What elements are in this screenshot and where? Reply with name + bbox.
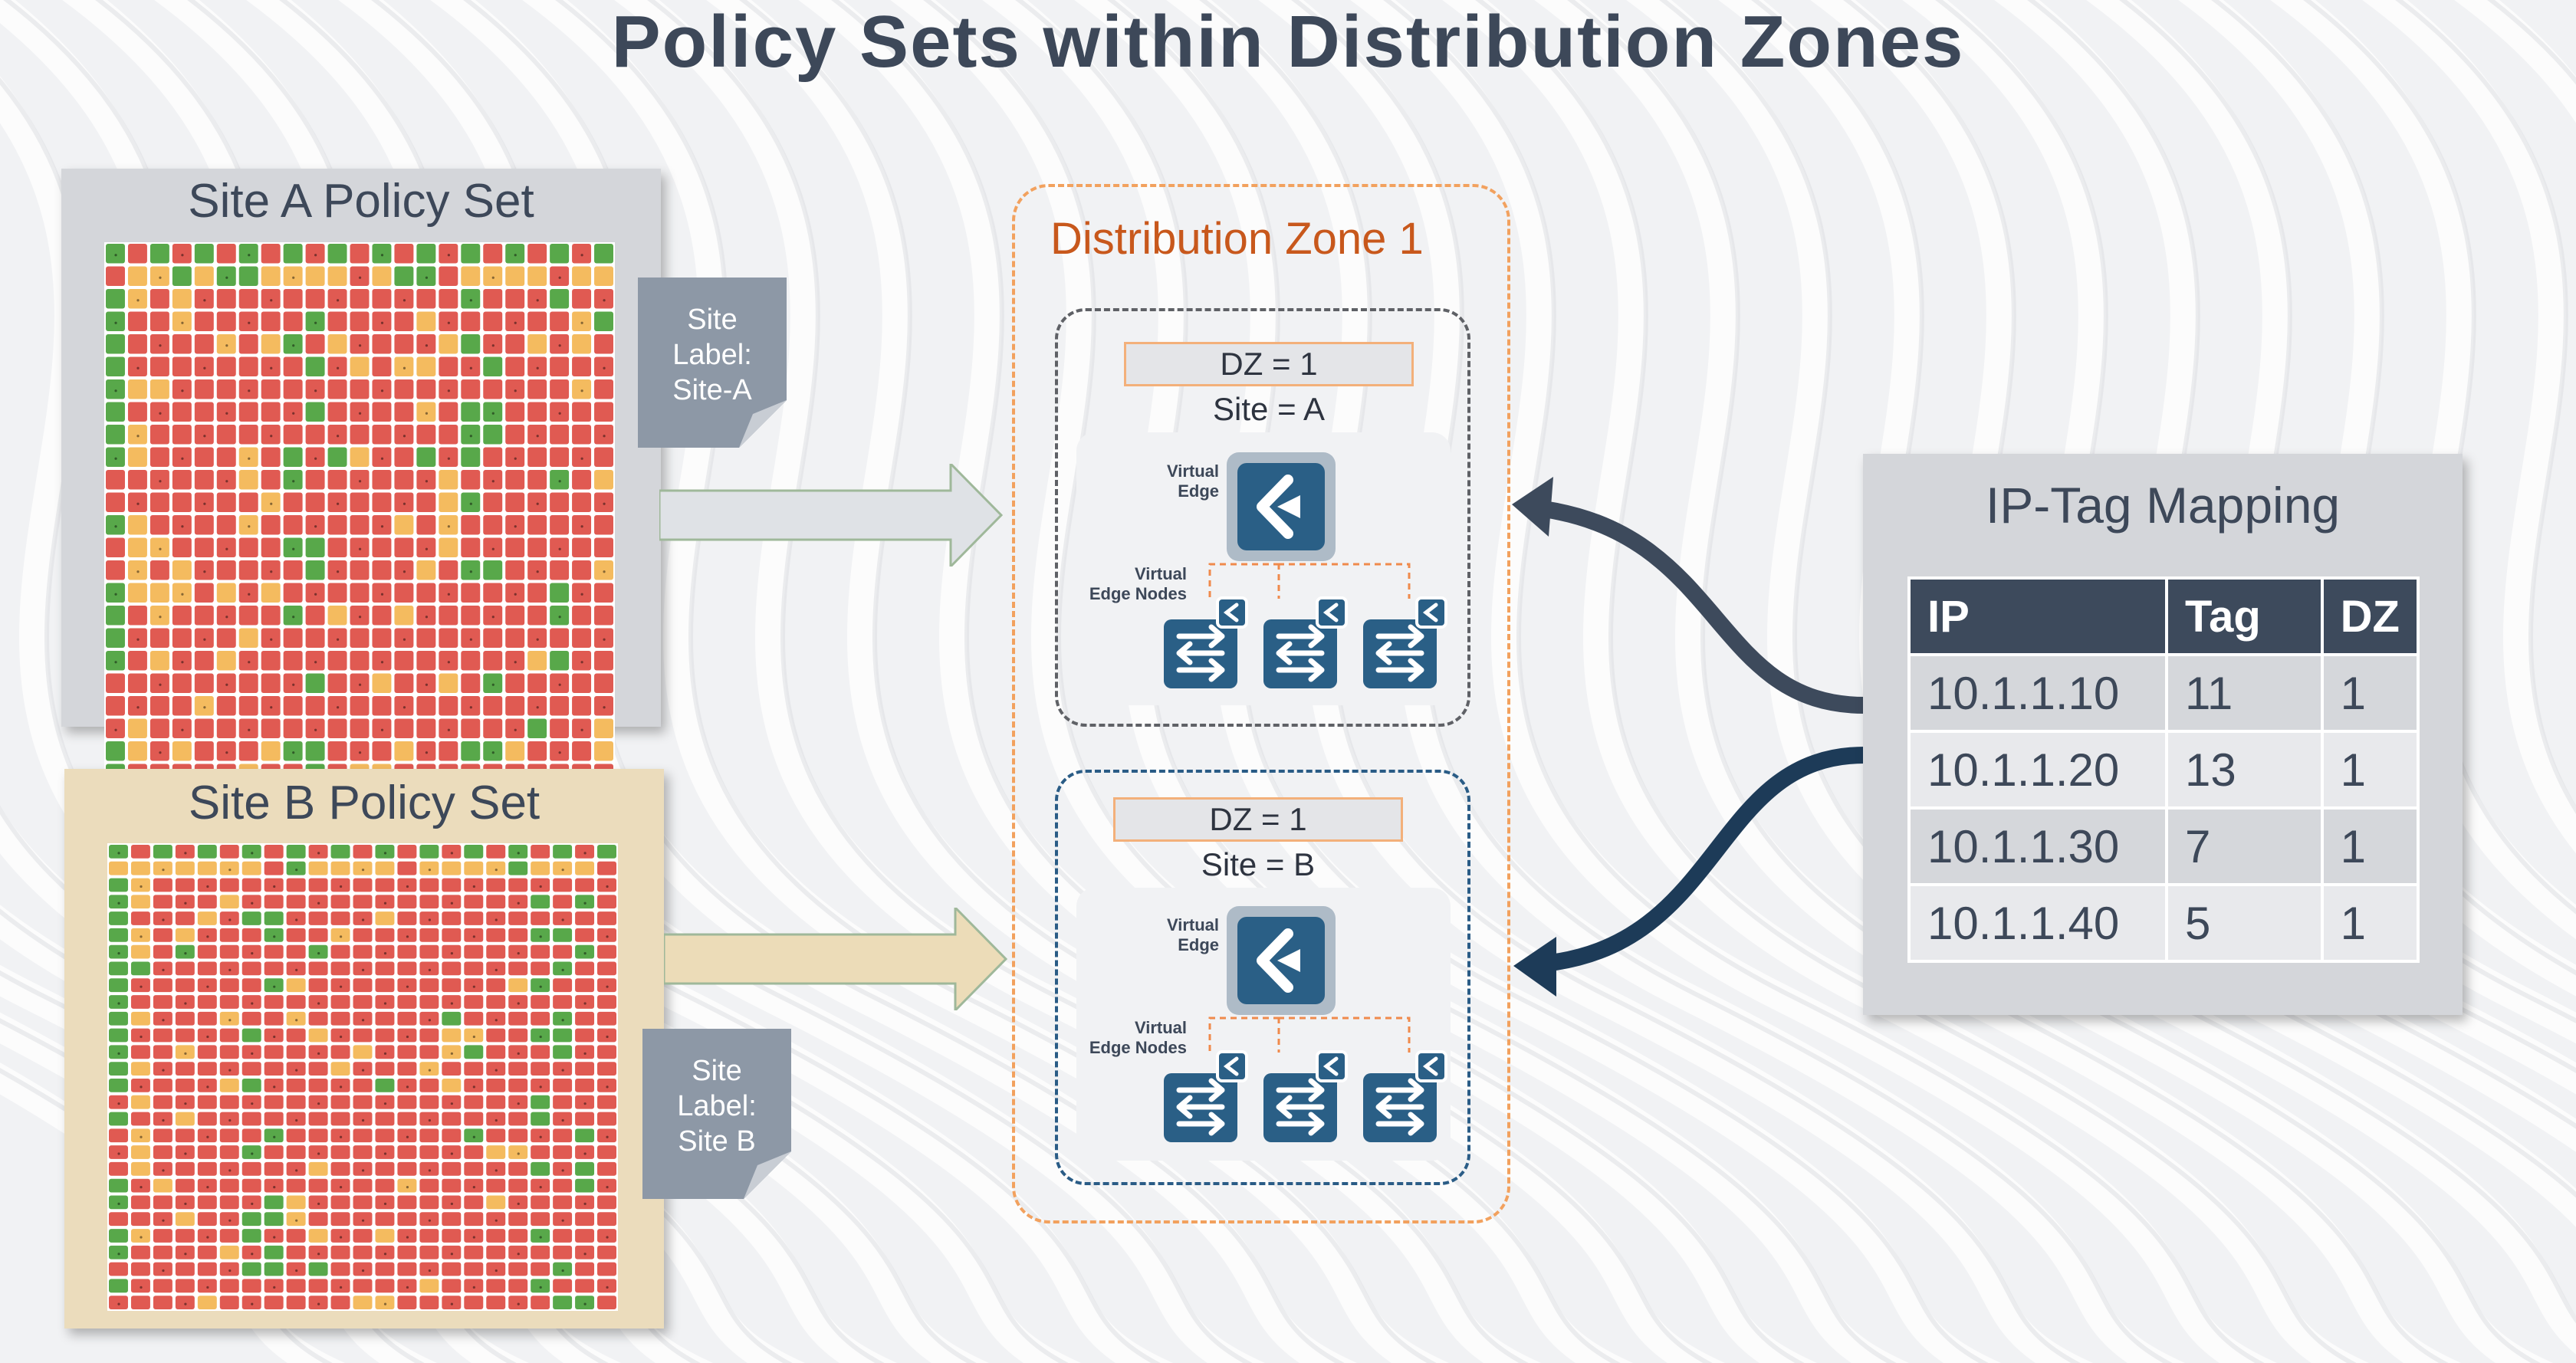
virtual-edge-label-line-1: Virtual (1166, 915, 1219, 934)
dz-group-b-edge-nodes (1164, 1050, 1447, 1142)
switch-arrows-icon (1276, 624, 1325, 682)
site-b-label-line-3: Site B (678, 1125, 756, 1158)
column-header-ip: IP (1907, 576, 2169, 656)
virtual-edge-label-line-2: Edge (1178, 935, 1219, 954)
nodes-label-line-1: Virtual (1134, 564, 1187, 583)
virtual-edge-icon (1227, 906, 1336, 1015)
switch-arrows-icon (1276, 1078, 1325, 1136)
cell-tag: 5 (2165, 883, 2324, 963)
dz-group-a-dz-label: DZ = 1 (1124, 342, 1414, 386)
virtual-edge-label-line-1: Virtual (1166, 461, 1219, 481)
dz-group-site-b (1055, 770, 1470, 1185)
column-header-dz: DZ (2320, 576, 2420, 656)
cell-ip: 10.1.1.30 (1907, 806, 2169, 886)
switch-arrows-icon (1375, 624, 1424, 682)
dz-group-a-topology (1208, 452, 1411, 599)
virtual-edge-node-icon (1363, 1050, 1447, 1142)
page-title: Policy Sets within Distribution Zones (611, 1, 1965, 83)
dz-group-b-virtual-edge-label: Virtual Edge (1127, 915, 1219, 955)
table-row: 10.1.1.20 13 1 (1907, 730, 2420, 810)
switch-arrows-icon (1176, 624, 1225, 682)
table-row: 10.1.1.30 7 1 (1907, 806, 2420, 886)
cell-ip: 10.1.1.10 (1907, 653, 2169, 733)
site-b-panel-title: Site B Policy Set (188, 777, 540, 829)
ip-tag-mapping-table: IP Tag DZ 10.1.1.10 11 1 10.1.1.20 13 1 … (1907, 576, 2420, 963)
virtual-edge-node-icon (1164, 596, 1248, 688)
virtual-edge-node-icon (1263, 1050, 1348, 1142)
site-b-arrow (664, 908, 1008, 1010)
table-row: 10.1.1.10 11 1 (1907, 653, 2420, 733)
dz-group-a-nodes-label: Virtual Edge Nodes (1066, 564, 1187, 604)
cell-tag: 11 (2165, 653, 2324, 733)
cell-dz: 1 (2320, 883, 2420, 963)
site-a-label-line-2: Label: (672, 339, 752, 371)
site-a-panel-title: Site A Policy Set (188, 175, 534, 228)
cell-dz: 1 (2320, 653, 2420, 733)
site-b-label-line-1: Site (692, 1055, 742, 1087)
cell-tag: 7 (2165, 806, 2324, 886)
cell-ip: 10.1.1.20 (1907, 730, 2169, 810)
dz-group-a-edge-nodes (1164, 596, 1447, 688)
ip-tag-mapping-panel: IP-Tag Mapping IP Tag DZ 10.1.1.10 11 1 … (1863, 454, 2463, 1015)
switch-arrows-icon (1176, 1078, 1225, 1136)
site-a-label-line-1: Site (687, 304, 738, 336)
site-b-policy-panel: Site B Policy Set (64, 769, 664, 1329)
virtual-edge-node-icon (1164, 1050, 1248, 1142)
distribution-zone-title: Distribution Zone 1 (1050, 214, 1424, 264)
dz-group-a-virtual-edge-label: Virtual Edge (1127, 461, 1219, 501)
dz-group-b-site-label: Site = B (1201, 846, 1316, 882)
virtual-edge-icon (1227, 452, 1336, 561)
nodes-label-line-2: Edge Nodes (1089, 1038, 1187, 1057)
site-b-label-line-2: Label: (677, 1090, 757, 1122)
virtual-edge-node-icon (1263, 596, 1348, 688)
dz-group-b-dz-label: DZ = 1 (1113, 797, 1403, 842)
nodes-label-line-1: Virtual (1134, 1018, 1187, 1037)
cell-dz: 1 (2320, 730, 2420, 810)
column-header-tag: Tag (2165, 576, 2324, 656)
dz-group-site-a (1055, 308, 1470, 727)
virtual-edge-label-line-2: Edge (1178, 481, 1219, 501)
site-b-label-note: Site Label: Site B (642, 1029, 791, 1199)
site-a-arrow (659, 464, 1004, 567)
nodes-label-line-2: Edge Nodes (1089, 584, 1187, 603)
virtual-edge-node-icon (1363, 596, 1447, 688)
distribution-zone (1012, 184, 1510, 1223)
dz-group-b-nodes-label: Virtual Edge Nodes (1066, 1018, 1187, 1058)
site-b-policy-grid (107, 843, 618, 1311)
ip-tag-mapping-title: IP-Tag Mapping (1985, 477, 2341, 534)
cell-tag: 13 (2165, 730, 2324, 810)
sticky-shape (642, 1029, 791, 1199)
dz-group-a-site-label: Site = A (1213, 391, 1325, 427)
dz-group-b-topology (1208, 906, 1411, 1053)
cell-ip: 10.1.1.40 (1907, 883, 2169, 963)
cell-dz: 1 (2320, 806, 2420, 886)
table-row: 10.1.1.40 5 1 (1907, 883, 2420, 963)
policy-cells (109, 845, 616, 1309)
site-a-label-line-3: Site-A (672, 374, 752, 406)
sticky-shape (638, 278, 787, 448)
site-a-label-note: Site Label: Site-A (638, 278, 787, 448)
table-header-row: IP Tag DZ (1907, 576, 2420, 656)
switch-arrows-icon (1375, 1078, 1424, 1136)
